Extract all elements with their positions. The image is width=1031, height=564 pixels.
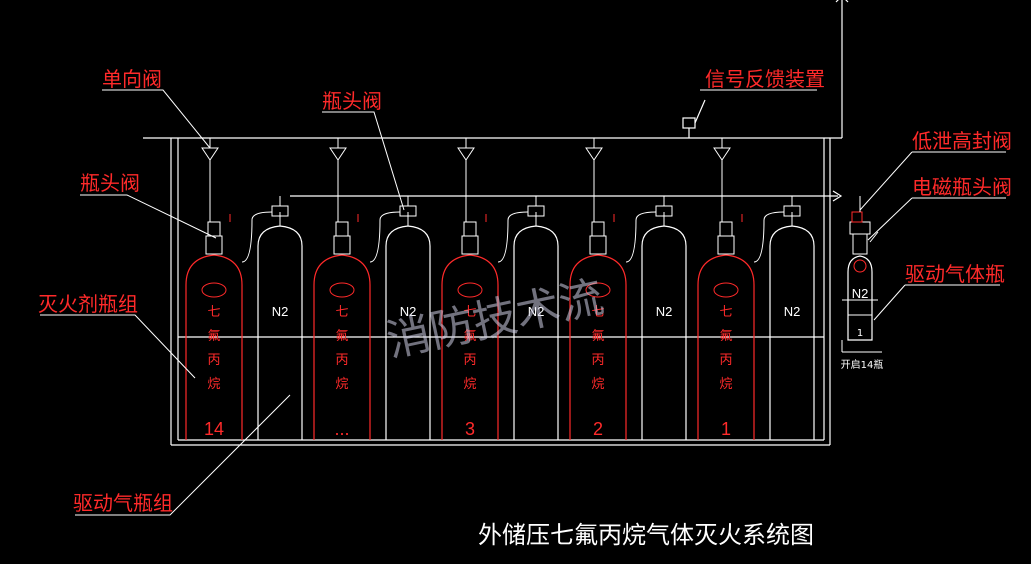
n2-cylinder — [257, 225, 303, 440]
cylinder-agent-char: 七 — [591, 305, 604, 320]
cylinder-number: 14 — [204, 419, 224, 439]
cylinder-agent-char: 氟 — [335, 329, 348, 344]
logo-icon — [329, 282, 355, 298]
check-valve-icon — [713, 147, 731, 161]
bottle-valve-icon — [589, 235, 607, 255]
cylinder-agent-char: 氟 — [591, 329, 604, 344]
label-agent-bottle-group: 灭火剂瓶组 — [38, 292, 138, 316]
cylinder-agent-char: 氟 — [463, 329, 476, 344]
check-valve-icon — [329, 147, 347, 161]
drive-bottle-number: 1 — [857, 328, 863, 339]
leader-lines — [40, 89, 1006, 516]
cylinder-agent-char: 丙 — [335, 353, 348, 368]
label-signal-feedback: 信号反馈装置 — [705, 67, 825, 91]
cylinder-agent-char: 七 — [335, 305, 348, 320]
cylinder-agent-char: 丙 — [463, 353, 476, 368]
drive-bottle-caption: 开启14瓶 — [841, 358, 884, 371]
drive-gas-bottle: N2 1 开启14瓶 — [841, 196, 884, 371]
agent-cylinder — [569, 254, 627, 440]
cylinder-agent-char: 烷 — [719, 377, 732, 392]
bottle-valve-icon — [333, 235, 351, 255]
cylinder-agent-char: 烷 — [207, 377, 220, 392]
signal-feedback-device — [682, 99, 706, 138]
label-solenoid-bottle-valve: 电磁瓶头阀 — [912, 175, 1012, 199]
label-bottle-valve-top: 瓶头阀 — [322, 89, 382, 113]
rack-frame — [143, 0, 849, 446]
n2-cylinder — [769, 225, 815, 440]
cylinder-agent-char: 七 — [207, 305, 220, 320]
cylinder-pair: 七氟丙烷 14 N2 — [185, 138, 303, 440]
n2-label: N2 — [400, 304, 417, 319]
bottle-valve-icon — [717, 235, 735, 255]
n2-label: N2 — [528, 304, 545, 319]
cylinder-agent-char: 七 — [719, 305, 732, 320]
n2-label: N2 — [784, 304, 801, 319]
check-valve-icon — [585, 147, 603, 161]
label-drive-gas-bottle: 驱动气体瓶 — [905, 262, 1005, 286]
n2-label: N2 — [656, 304, 673, 319]
cylinder-pair: 七氟丙烷 1 N2 — [697, 138, 815, 440]
cylinder-agent-char: 七 — [463, 305, 476, 320]
logo-icon — [201, 282, 227, 298]
bottle-valve-icon — [461, 235, 479, 255]
check-valve-icon — [457, 147, 475, 161]
cylinder-pair: 七氟丙烷 3 N2 — [441, 138, 559, 440]
agent-cylinder — [313, 254, 371, 440]
watermark: 消防技术流 — [382, 272, 608, 368]
cylinder-number: 1 — [721, 419, 731, 439]
label-bottle-valve-left: 瓶头阀 — [80, 171, 140, 195]
cylinder-agent-char: 丙 — [207, 353, 220, 368]
cylinder-agent-char: 烷 — [463, 377, 476, 392]
cylinder-agent-char: 烷 — [591, 377, 604, 392]
cylinder-agent-char: 氟 — [207, 329, 220, 344]
cylinder-number: 3 — [465, 419, 475, 439]
cylinder-number: 2 — [593, 419, 603, 439]
diagram-title: 外储压七氟丙烷气体灭火系统图 — [478, 521, 814, 549]
drive-bottle-gas-label: N2 — [852, 286, 869, 301]
cylinder-agent-char: 氟 — [719, 329, 732, 344]
logo-icon — [713, 282, 739, 298]
cylinder-pair: 七氟丙烷... N2 — [313, 138, 431, 440]
cylinder-agent-char: 丙 — [591, 353, 604, 368]
n2-cylinder — [641, 225, 687, 440]
cylinder-agent-char: 丙 — [719, 353, 732, 368]
cylinder-number: ... — [334, 419, 349, 439]
agent-cylinder — [697, 254, 755, 440]
logo-icon — [457, 282, 483, 298]
label-low-leak-seal-valve: 低泄高封阀 — [912, 129, 1012, 153]
logo-icon — [585, 282, 611, 298]
cylinder-agent-char: 烷 — [335, 377, 348, 392]
label-drive-gas-group: 驱动气瓶组 — [73, 491, 173, 515]
bottle-valve-icon — [205, 235, 223, 255]
n2-label: N2 — [272, 304, 289, 319]
check-valve-icon — [201, 147, 219, 161]
cylinder-pair: 七氟丙烷 2 N2 — [569, 138, 687, 440]
agent-cylinder — [441, 254, 499, 440]
agent-cylinder — [185, 254, 243, 440]
label-check-valve: 单向阀 — [102, 67, 162, 91]
